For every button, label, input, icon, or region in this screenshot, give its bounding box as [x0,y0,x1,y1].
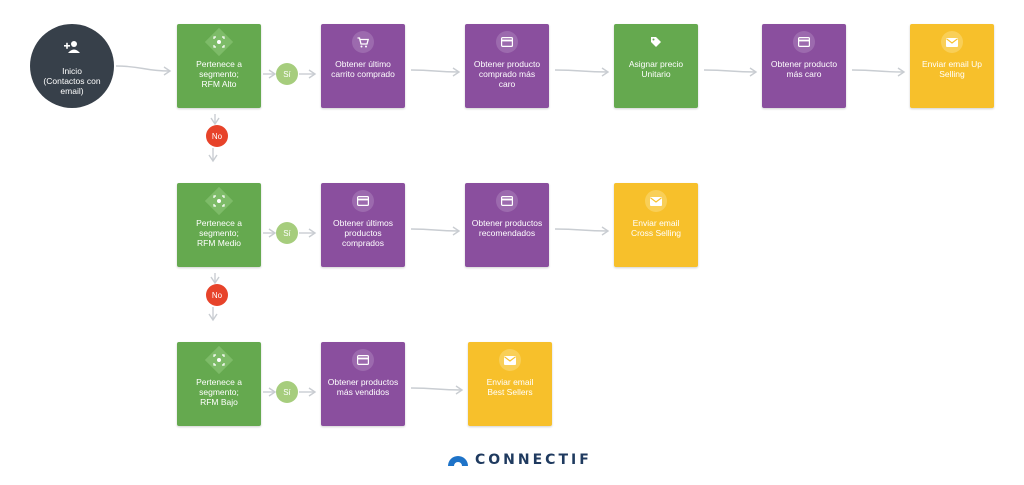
connector-step [410,228,460,232]
connector-start-head [163,66,172,76]
step-node[interactable]: Asignar precio Unitario [614,24,698,108]
connector-yes-in-head [268,228,277,238]
connector-step-head [897,67,906,77]
connector-yes-in-head [268,69,277,79]
start-label: Inicio (Contactos con email) [43,66,101,96]
step-node[interactable]: Obtener últimos productos comprados [321,183,405,267]
start-node[interactable]: Inicio (Contactos con email) [30,24,114,108]
step-node[interactable]: Obtener productos recomendados [465,183,549,267]
node-label: Obtener producto más caro [770,59,838,79]
node-label: Pertenece a segmento; RFM Medio [196,218,242,248]
step-node[interactable]: Obtener productos más vendidos [321,342,405,426]
segment-node[interactable]: Pertenece a segmento; RFM Alto [177,24,261,108]
mail-icon [645,190,667,212]
step-node[interactable]: Enviar email Up Selling [910,24,994,108]
node-label: Enviar email Best Sellers [486,377,534,397]
connector-step-head [452,226,461,236]
step-node[interactable]: Obtener producto comprado más caro [465,24,549,108]
connector-step-head [452,67,461,77]
connector-step [410,387,463,391]
node-label: Enviar email Cross Selling [630,218,682,238]
segment-node[interactable]: Pertenece a segmento; RFM Medio [177,183,261,267]
node-label: Obtener productos recomendados [471,218,543,238]
connector-step-head [601,67,610,77]
connector-step-head [455,385,464,395]
step-node[interactable]: Enviar email Best Sellers [468,342,552,426]
connector-yes-out-head [308,387,317,397]
node-label: Pertenece a segmento; RFM Alto [196,59,242,89]
card-icon [352,190,374,212]
step-node[interactable]: Enviar email Cross Selling [614,183,698,267]
connector-yes-in-head [268,387,277,397]
node-label: Asignar precio Unitario [628,59,684,79]
node-label: Pertenece a segmento; RFM Bajo [196,377,242,407]
node-label: Obtener producto comprado más caro [473,59,541,89]
connector-step [554,69,609,73]
connector-no-in-head [210,117,220,126]
yes-badge[interactable]: Sí [276,381,298,403]
card-icon [496,190,518,212]
connector-step [703,69,757,73]
node-label: Obtener productos más vendidos [327,377,399,397]
connector-step-head [601,226,610,236]
brand-name: CONNECTIF [475,452,592,468]
add-contacts-icon [63,38,81,56]
connector-start [115,65,171,72]
card-icon [793,31,815,53]
connector-step [554,228,609,232]
segment-icon [204,186,234,216]
segment-node[interactable]: Pertenece a segmento; RFM Bajo [177,342,261,426]
node-label: Obtener último carrito comprado [331,59,395,79]
card-icon [352,349,374,371]
connectif-logo-icon [448,456,468,466]
connector-yes-out-head [308,69,317,79]
connector-yes-out-head [308,228,317,238]
node-label: Obtener últimos productos comprados [333,218,393,248]
node-label: Enviar email Up Selling [922,59,982,79]
segment-icon [204,27,234,57]
step-node[interactable]: Obtener último carrito comprado [321,24,405,108]
mail-icon [499,349,521,371]
mail-icon [941,31,963,53]
connector-no-in-head [210,276,220,285]
no-badge[interactable]: No [206,125,228,147]
tag-icon [645,31,667,53]
connector-step-head [749,67,758,77]
connector-step [851,69,905,73]
connector-step [410,69,460,73]
connector-no-out-head [208,313,218,322]
yes-badge[interactable]: Sí [276,222,298,244]
connector-no-out-head [208,154,218,163]
segment-icon [204,345,234,375]
card-icon [496,31,518,53]
step-node[interactable]: Obtener producto más caro [762,24,846,108]
cart-icon [352,31,374,53]
yes-badge[interactable]: Sí [276,63,298,85]
brand-logo: CONNECTIF [447,450,592,470]
no-badge[interactable]: No [206,284,228,306]
